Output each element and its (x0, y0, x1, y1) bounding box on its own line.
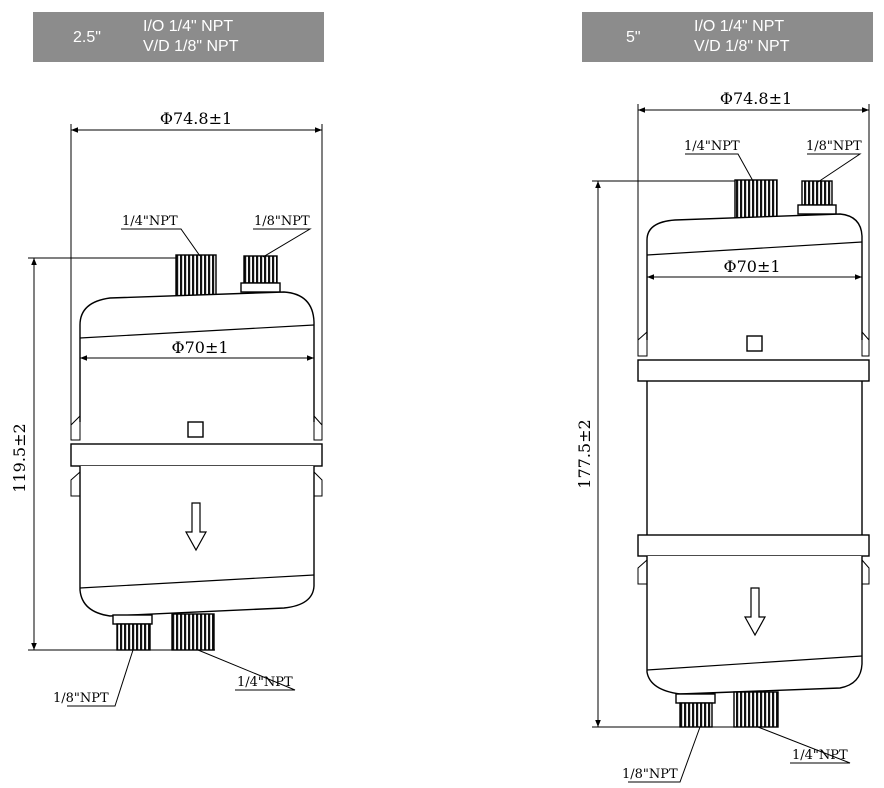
top-port-large (734, 179, 778, 219)
size-label: 5" (626, 29, 641, 46)
top-port-large-label: 1/4"NPT (122, 214, 178, 229)
vd-spec: V/D 1/8" NPT (694, 38, 790, 55)
bottom-port-large-label: 1/4"NPT (792, 748, 848, 763)
flow-arrow (743, 587, 767, 637)
clamp-band (70, 443, 323, 467)
top-port-large-label: 1/4"NPT (684, 139, 740, 154)
flow-arrow (184, 502, 208, 552)
filter-drawing-right (592, 104, 870, 783)
clamp-band-lower (637, 534, 870, 557)
top-port-small-label: 1/8"NPT (806, 139, 862, 154)
top-port-large (175, 254, 217, 300)
top-port-small (243, 255, 278, 284)
inner-diameter-label: Φ70±1 (723, 257, 780, 276)
bottom-port-large (733, 691, 779, 728)
bottom-port-small (116, 623, 151, 651)
outer-diameter-dim (637, 104, 870, 340)
io-spec: I/O 1/4" NPT (694, 18, 785, 35)
spec-header-left: 2.5" I/O 1/4" NPT V/D 1/8" NPT (33, 12, 324, 62)
outer-diameter-dim (70, 124, 323, 425)
filter-drawing-left (28, 124, 323, 707)
bottom-port-small (679, 702, 713, 728)
outer-diameter-label: Φ74.8±1 (720, 89, 792, 108)
port-spec: I/O 1/4" NPT V/D 1/8" NPT (694, 17, 789, 57)
inner-diameter-label: Φ70±1 (171, 338, 228, 357)
clamp-band-upper (637, 359, 870, 382)
upper-housing (79, 291, 315, 422)
spec-header-right: 5" I/O 1/4" NPT V/D 1/8" NPT (582, 12, 873, 62)
height-label: 177.5±2 (575, 419, 594, 488)
io-spec: I/O 1/4" NPT (143, 18, 234, 35)
top-port-small (801, 180, 833, 206)
bottom-port-large-label: 1/4"NPT (237, 675, 293, 690)
bottom-port-large (171, 613, 215, 651)
height-label: 119.5±2 (10, 423, 29, 492)
vd-spec: V/D 1/8" NPT (143, 38, 239, 55)
port-spec: I/O 1/4" NPT V/D 1/8" NPT (143, 17, 238, 57)
outer-diameter-label: Φ74.8±1 (160, 109, 232, 128)
bottom-port-small-label: 1/8"NPT (53, 691, 109, 706)
size-label: 2.5" (73, 29, 101, 46)
top-port-small-label: 1/8"NPT (254, 214, 310, 229)
bottom-port-small-label: 1/8"NPT (622, 767, 678, 782)
